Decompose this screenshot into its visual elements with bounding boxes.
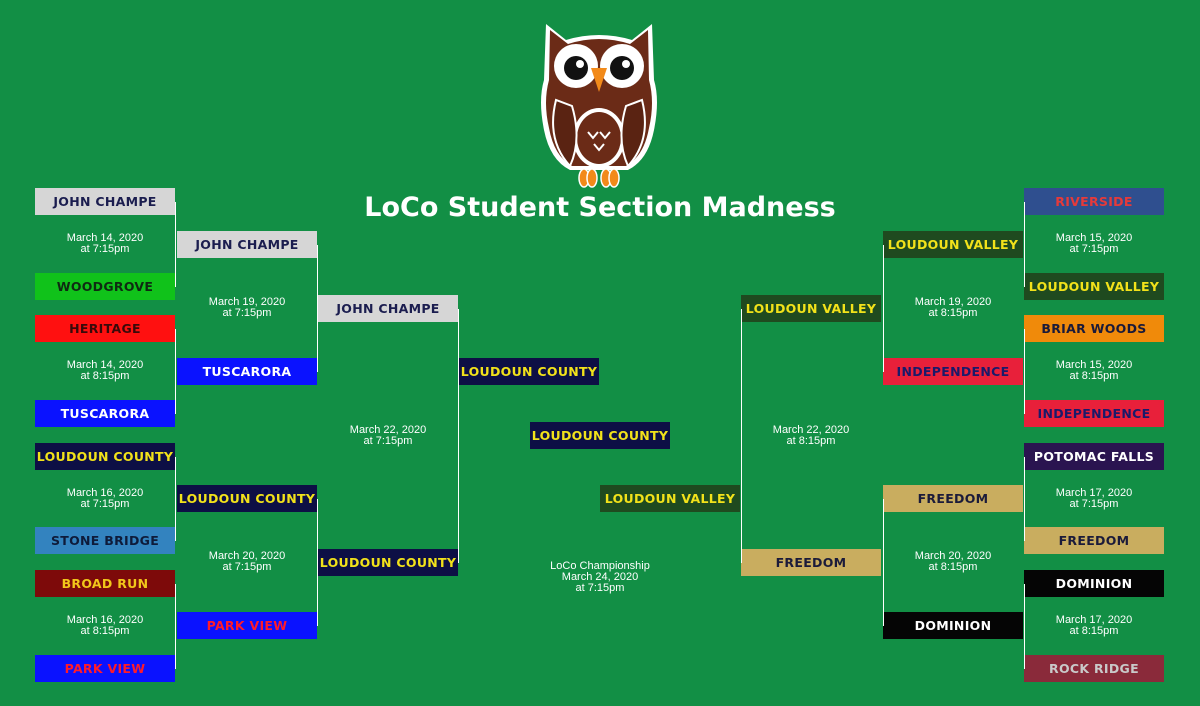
right-r1-m2-bottom-team[interactable]: FREEDOM — [1024, 527, 1164, 554]
right-r1-m0-schedule-line: at 7:15pm — [1069, 243, 1119, 255]
bracket-connector — [1024, 583, 1025, 669]
page-title: LoCo Student Section Madness — [364, 192, 836, 223]
right-r1-m3-bottom-team[interactable]: ROCK RIDGE — [1024, 655, 1164, 682]
right-r1-m1-top-team[interactable]: BRIAR WOODS — [1024, 315, 1164, 342]
right-r3-m0-top-team[interactable]: LOUDOUN VALLEY — [741, 295, 881, 322]
champion-team[interactable]: LOUDOUN COUNTY — [530, 422, 670, 449]
right-r3-m0-schedule-line: at 8:15pm — [786, 434, 836, 447]
left-r1-m0-top-team[interactable]: JOHN CHAMPE — [35, 188, 175, 215]
left-r1-m3-top-team[interactable]: BROAD RUN — [35, 570, 175, 597]
left-r3-m0-top-team[interactable]: JOHN CHAMPE — [318, 295, 458, 322]
left-r1-m3-schedule-line: at 8:15pm — [80, 625, 130, 637]
bracket-connector — [1024, 201, 1025, 287]
left-r1-m2-schedule-line: March 16, 2020 — [66, 486, 144, 499]
championship-schedule-line: at 7:15pm — [575, 582, 625, 594]
right-r1-m1-schedule-line: March 15, 2020 — [1055, 359, 1133, 371]
left-r1-m1-schedule-line: March 14, 2020 — [66, 359, 144, 371]
bracket-connector — [175, 456, 176, 541]
championship-schedule-line: LoCo Championship — [550, 560, 650, 572]
bracket-connector — [317, 244, 318, 372]
right-r1-m2-schedule-line: March 17, 2020 — [1055, 486, 1133, 499]
bracket-connector — [883, 498, 884, 626]
right-r2-m1-bottom-team[interactable]: DOMINION — [883, 612, 1023, 639]
bracket-connector — [175, 201, 176, 287]
left-r3-m0-schedule-line: March 22, 2020 — [349, 423, 427, 436]
right-r1-m3-schedule-line: March 17, 2020 — [1055, 614, 1133, 626]
bracket-connector — [741, 308, 742, 563]
left-r1-m1-schedule-line: at 8:15pm — [80, 370, 130, 382]
right-r1-m1-schedule-line: at 8:15pm — [1069, 370, 1119, 382]
right-r2-m1-top-team[interactable]: FREEDOM — [883, 485, 1023, 512]
left-finalist-team[interactable]: LOUDOUN COUNTY — [459, 358, 599, 385]
bracket-connector — [1024, 328, 1025, 414]
left-r1-m1-bottom-team[interactable]: TUSCARORA — [35, 400, 175, 427]
right-r1-m1-bottom-team[interactable]: INDEPENDENCE — [1024, 400, 1164, 427]
left-r1-m2-top-team[interactable]: LOUDOUN COUNTY — [35, 443, 175, 470]
left-r3-m0-bottom-team[interactable]: LOUDOUN COUNTY — [318, 549, 458, 576]
left-r3-m0-schedule-line: at 7:15pm — [363, 434, 413, 447]
bracket-connector — [175, 328, 176, 414]
right-r2-m0-top-team[interactable]: LOUDOUN VALLEY — [883, 231, 1023, 258]
right-r3-m0-bottom-team[interactable]: FREEDOM — [741, 549, 881, 576]
left-r1-m0-schedule-line: March 14, 2020 — [66, 232, 144, 244]
left-r1-m1-top-team[interactable]: HERITAGE — [35, 315, 175, 342]
left-r2-m0-top-team[interactable]: JOHN CHAMPE — [177, 231, 317, 258]
right-r1-m0-schedule-line: March 15, 2020 — [1055, 232, 1133, 244]
bracket-connector — [1024, 456, 1025, 541]
bracket-connector — [458, 308, 459, 563]
championship-schedule-line: March 24, 2020 — [561, 571, 639, 583]
right-finalist-team[interactable]: LOUDOUN VALLEY — [600, 485, 740, 512]
left-r2-m1-bottom-team[interactable]: PARK VIEW — [177, 612, 317, 639]
right-r1-m2-schedule-line: at 7:15pm — [1069, 497, 1119, 510]
left-r1-m3-bottom-team[interactable]: PARK VIEW — [35, 655, 175, 682]
bracket-connector — [175, 583, 176, 669]
right-r1-m2-top-team[interactable]: POTOMAC FALLS — [1024, 443, 1164, 470]
right-r1-m0-top-team[interactable]: RIVERSIDE — [1024, 188, 1164, 215]
right-r2-m0-schedule-line: at 8:15pm — [928, 307, 978, 319]
bracket-connector — [317, 498, 318, 626]
left-r2-m0-schedule-line: at 7:15pm — [222, 307, 272, 319]
left-r2-m0-bottom-team[interactable]: TUSCARORA — [177, 358, 317, 385]
right-r2-m1-schedule-line: at 8:15pm — [928, 561, 978, 573]
right-r3-m0-schedule-line: March 22, 2020 — [772, 423, 850, 436]
left-r2-m1-schedule-line: at 7:15pm — [222, 561, 272, 573]
right-r1-m0-bottom-team[interactable]: LOUDOUN VALLEY — [1024, 273, 1164, 300]
left-r1-m0-bottom-team[interactable]: WOODGROVE — [35, 273, 175, 300]
left-r2-m0-schedule-line: March 19, 2020 — [208, 296, 286, 308]
right-r2-m0-bottom-team[interactable]: INDEPENDENCE — [883, 358, 1023, 385]
right-r1-m3-top-team[interactable]: DOMINION — [1024, 570, 1164, 597]
right-r1-m3-schedule-line: at 8:15pm — [1069, 625, 1119, 637]
left-r2-m1-schedule-line: March 20, 2020 — [208, 550, 286, 562]
right-r2-m0-schedule-line: March 19, 2020 — [914, 296, 992, 308]
left-r1-m2-bottom-team[interactable]: STONE BRIDGE — [35, 527, 175, 554]
left-r1-m3-schedule-line: March 16, 2020 — [66, 614, 144, 626]
owl-mascot-icon — [541, 24, 657, 188]
left-r1-m0-schedule-line: at 7:15pm — [80, 243, 130, 255]
left-r2-m1-top-team[interactable]: LOUDOUN COUNTY — [177, 485, 317, 512]
bracket-connector — [883, 244, 884, 372]
right-r2-m1-schedule-line: March 20, 2020 — [914, 550, 992, 562]
left-r1-m2-schedule-line: at 7:15pm — [80, 497, 130, 510]
